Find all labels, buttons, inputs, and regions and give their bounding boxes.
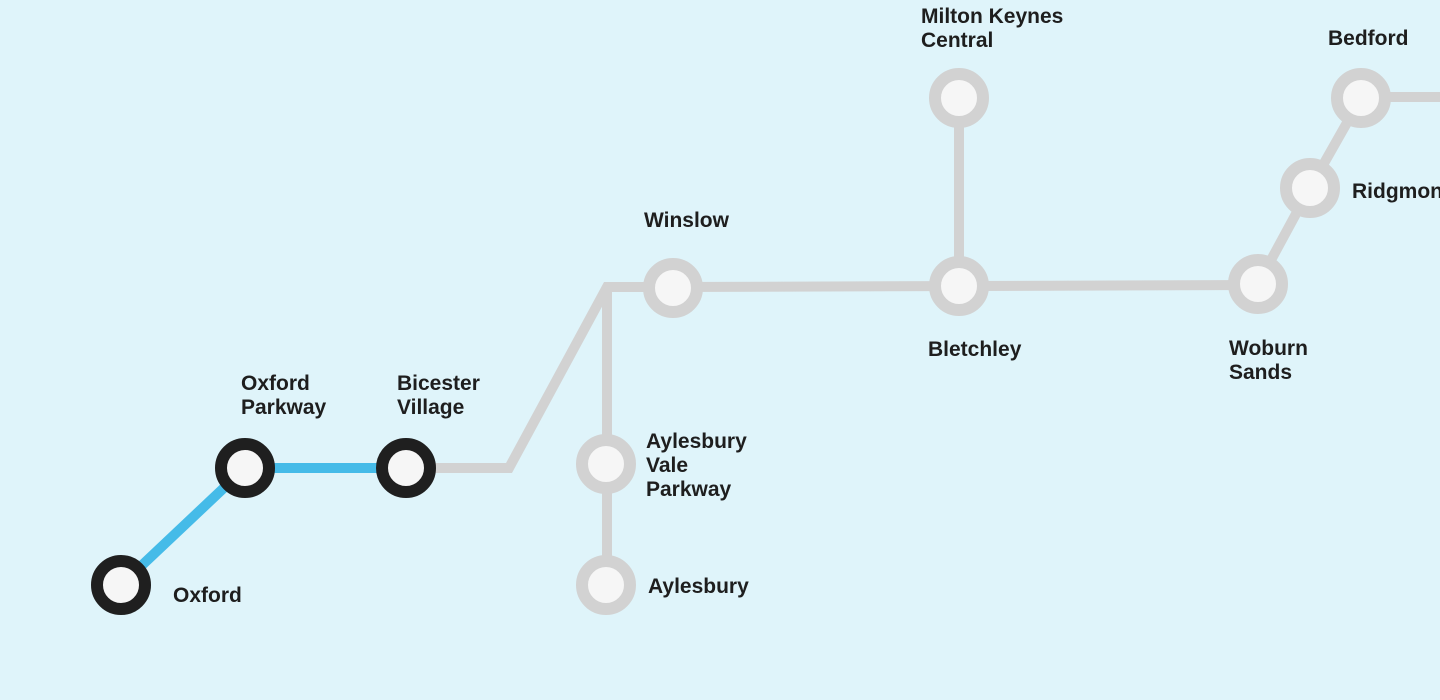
station-bletchley[interactable]: Bletchley: [928, 256, 1022, 361]
station-marker[interactable]: [643, 258, 703, 318]
station-label: Ridgmon: [1352, 180, 1440, 203]
station-label-line: Aylesbury: [646, 430, 747, 453]
station-label-line: Oxford: [173, 584, 242, 607]
station-label-line: Bletchley: [928, 338, 1022, 361]
station-label-line: Oxford: [241, 372, 310, 395]
station-label: Winslow: [644, 209, 730, 232]
station-label-line: Bicester: [397, 372, 480, 395]
station-label-line: Bedford: [1328, 27, 1409, 50]
station-label-line: Central: [921, 29, 993, 52]
station-label-line: Milton Keynes: [921, 5, 1063, 28]
station-bedford[interactable]: Bedford: [1328, 27, 1409, 128]
station-label: Oxford: [173, 584, 242, 607]
station-marker[interactable]: [1280, 158, 1340, 218]
station-label-line: Sands: [1229, 361, 1292, 384]
station-marker[interactable]: [929, 256, 989, 316]
station-marker[interactable]: [576, 555, 636, 615]
station-marker[interactable]: [91, 555, 151, 615]
station-marker[interactable]: [1331, 68, 1391, 128]
station-winslow[interactable]: Winslow: [643, 209, 730, 318]
station-label-line: Vale: [646, 454, 688, 477]
station-label-line: Parkway: [241, 396, 327, 419]
station-marker[interactable]: [1228, 254, 1288, 314]
station-label: Aylesbury: [648, 575, 749, 598]
station-label-line: Village: [397, 396, 464, 419]
station-ridgmont[interactable]: Ridgmon: [1280, 158, 1440, 218]
station-oxford[interactable]: Oxford: [91, 555, 242, 615]
station-aylesbury[interactable]: Aylesbury: [576, 555, 749, 615]
station-label: Bedford: [1328, 27, 1409, 50]
station-label-line: Winslow: [644, 209, 730, 232]
station-label: Bletchley: [928, 338, 1022, 361]
station-label-line: Aylesbury: [648, 575, 749, 598]
station-marker[interactable]: [929, 68, 989, 128]
station-label-line: Parkway: [646, 478, 732, 501]
station-marker[interactable]: [376, 438, 436, 498]
track-bicester-to-winslow: [406, 282, 673, 473]
station-label-line: Woburn: [1229, 337, 1308, 360]
station-marker[interactable]: [215, 438, 275, 498]
station-marker[interactable]: [576, 434, 636, 494]
station-label-line: Ridgmon: [1352, 180, 1440, 203]
